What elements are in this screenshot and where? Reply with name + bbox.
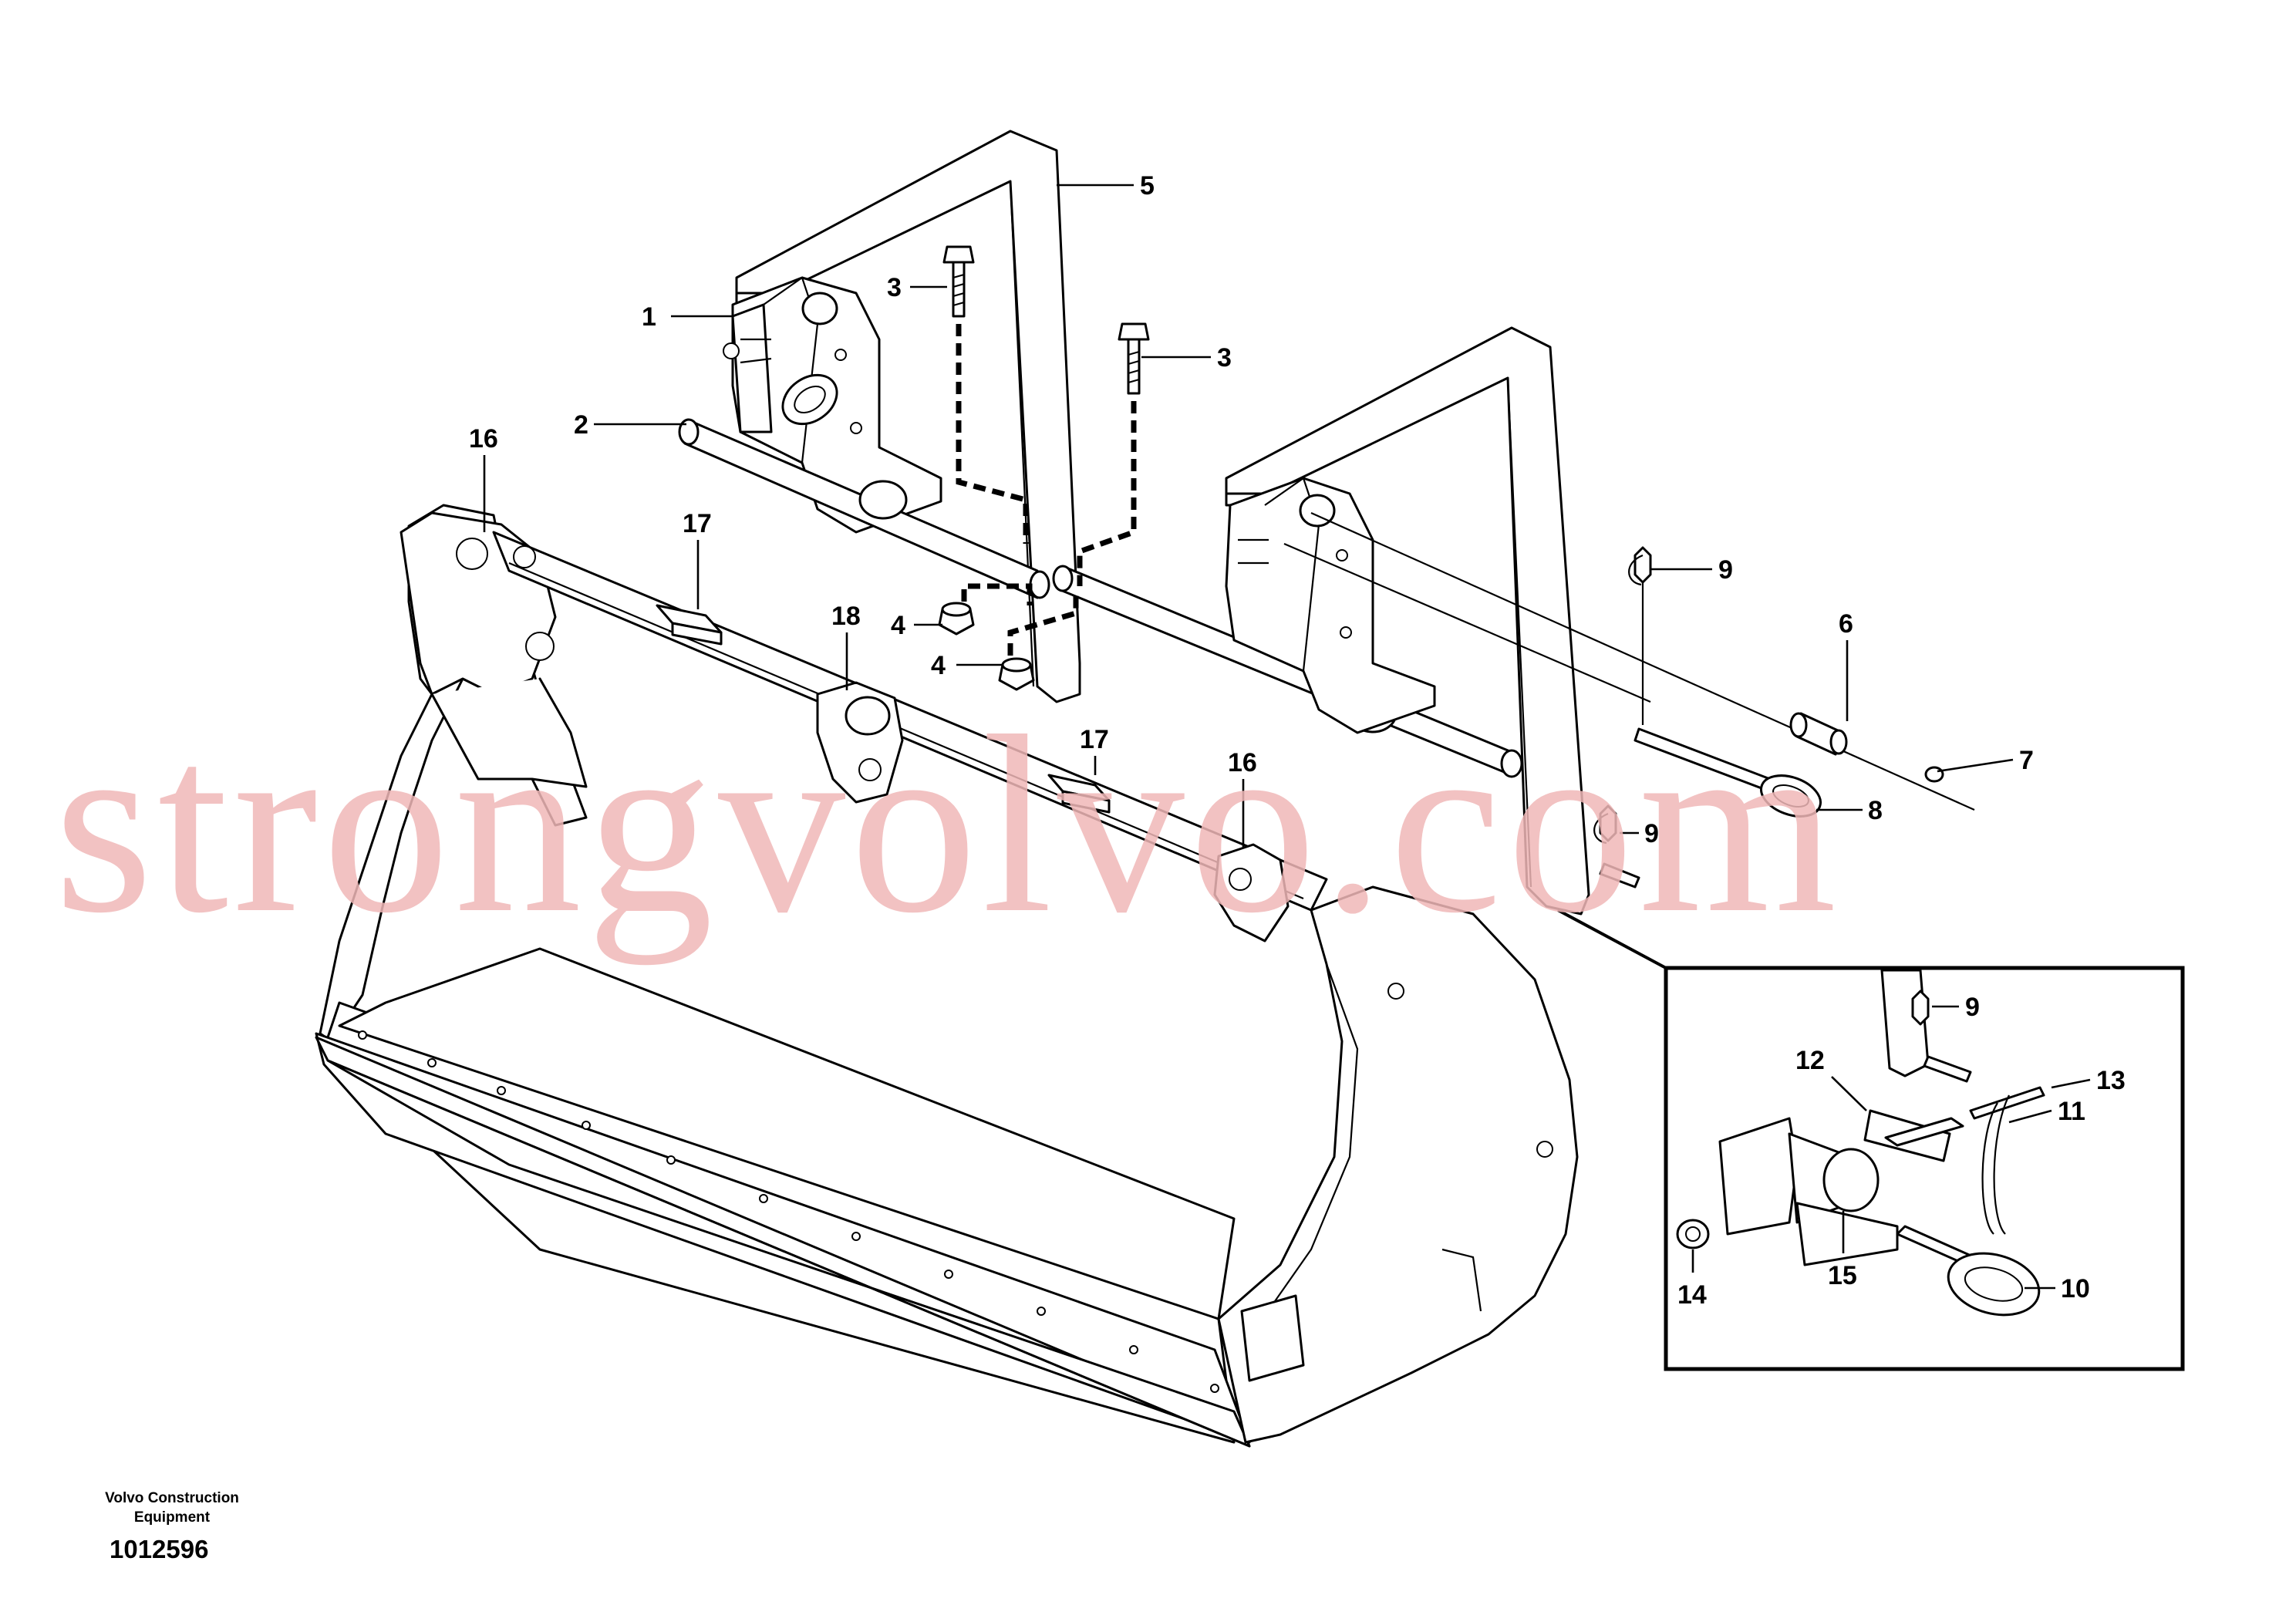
callout-9a: 9 <box>1718 555 1733 585</box>
detail-inset <box>1557 909 2185 1371</box>
right-fork-frame <box>1225 326 1590 916</box>
left-fork-frame <box>723 130 1081 703</box>
callout-17a: 17 <box>683 509 712 538</box>
callout-15: 15 <box>1828 1261 1857 1290</box>
leader-lines <box>483 184 2091 1290</box>
callout-9b: 9 <box>1644 819 1659 848</box>
callout-4b: 4 <box>931 651 946 680</box>
wear-pads <box>656 604 1111 814</box>
callout-17b: 17 <box>1080 725 1109 754</box>
callout-7: 7 <box>2019 746 2034 775</box>
center-lug <box>816 681 904 804</box>
callout-12: 12 <box>1795 1046 1825 1075</box>
bolts <box>942 245 1150 395</box>
callout-8: 8 <box>1868 796 1883 825</box>
callout-14: 14 <box>1677 1280 1707 1310</box>
callout-13: 13 <box>2096 1066 2126 1095</box>
assembly-lines <box>956 324 1137 656</box>
callout-labels: 1 2 3 3 4 4 5 6 7 8 9 9 9 10 11 12 13 14… <box>469 171 2126 1310</box>
callout-3a: 3 <box>887 273 902 302</box>
callout-16a: 16 <box>469 424 498 454</box>
callout-3b: 3 <box>1217 343 1232 373</box>
manufacturer-label: Volvo Construction Equipment <box>91 1489 253 1527</box>
callout-9c: 9 <box>1965 993 1980 1022</box>
pins <box>1593 546 1944 889</box>
manufacturer-line-1: Volvo Construction <box>105 1490 239 1506</box>
manufacturer-line-2: Equipment <box>133 1509 211 1526</box>
callout-10: 10 <box>2061 1274 2090 1303</box>
shaft <box>678 418 1523 778</box>
callout-11: 11 <box>2058 1097 2085 1126</box>
edge-bolt-holes <box>358 1030 1219 1393</box>
callout-6: 6 <box>1839 609 1853 639</box>
callout-16b: 16 <box>1228 748 1257 777</box>
callout-2: 2 <box>574 410 588 440</box>
explode-lines <box>1283 511 1975 811</box>
callout-4a: 4 <box>891 611 905 640</box>
nuts <box>938 602 1035 691</box>
callout-5: 5 <box>1140 171 1155 201</box>
drawing-number: 1012596 <box>110 1535 209 1563</box>
callout-1: 1 <box>642 302 656 332</box>
callout-18: 18 <box>831 602 861 631</box>
bucket <box>315 504 1579 1448</box>
